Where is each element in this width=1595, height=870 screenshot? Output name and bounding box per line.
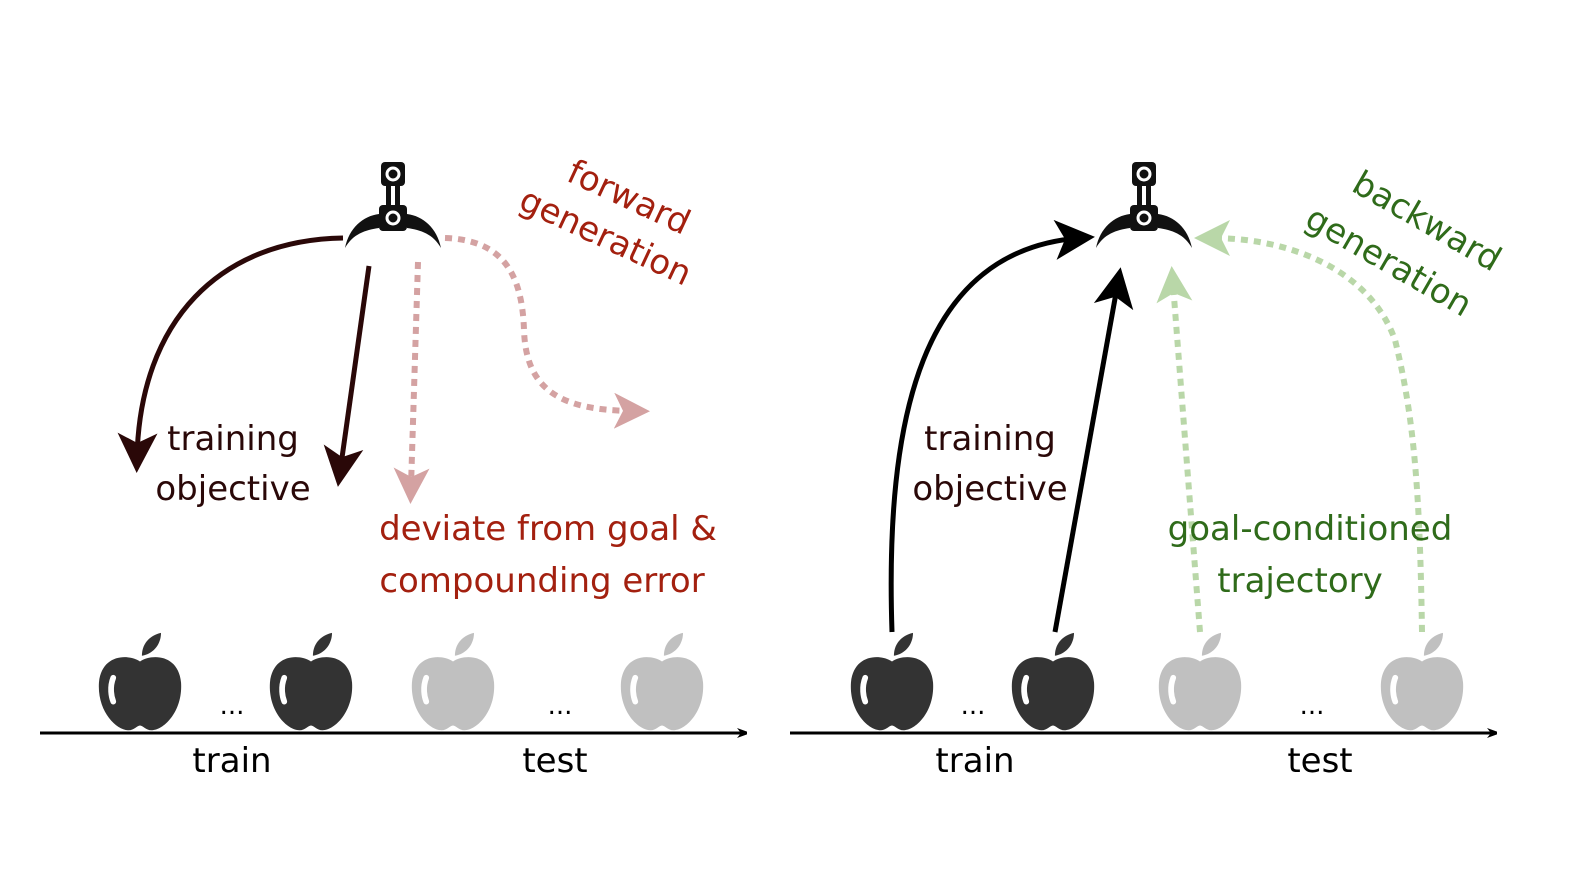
goal-conditioned-label-line1: goal-conditioned bbox=[1168, 509, 1453, 549]
apple-train-icon bbox=[1012, 633, 1094, 730]
deviation-arrow-down bbox=[393, 261, 430, 504]
ellipsis: ... bbox=[548, 691, 573, 721]
robot-gripper-icon bbox=[1094, 160, 1194, 250]
apple-train-icon bbox=[851, 633, 933, 730]
apple-test-icon bbox=[1381, 633, 1463, 730]
train-axis-label: train bbox=[192, 741, 271, 781]
training-objective-arrow-1 bbox=[888, 219, 1095, 633]
apple-train-icon bbox=[99, 633, 181, 730]
training-objective-line1: training bbox=[924, 419, 1056, 459]
deviation-arrow-right bbox=[444, 235, 650, 429]
train-axis-label: train bbox=[935, 741, 1014, 781]
deviate-label-line1: deviate from goal & bbox=[379, 509, 717, 549]
training-objective-arrow-2 bbox=[323, 265, 372, 487]
ellipsis: ... bbox=[961, 691, 986, 721]
robot-gripper-icon bbox=[343, 160, 443, 250]
ellipsis: ... bbox=[220, 691, 245, 721]
apple-test-icon bbox=[1159, 633, 1241, 730]
training-objective-arrow-1 bbox=[117, 235, 344, 473]
ellipsis: ... bbox=[1300, 691, 1325, 721]
training-objective-line2: objective bbox=[912, 469, 1067, 509]
deviate-label-line2: compounding error bbox=[379, 561, 704, 601]
training-objective-line1: training bbox=[167, 419, 299, 459]
test-axis-label: test bbox=[1287, 741, 1352, 781]
training-objective-line2: objective bbox=[155, 469, 310, 509]
goal-conditioned-arrow-1 bbox=[1156, 266, 1203, 633]
apple-test-icon bbox=[412, 633, 494, 730]
apple-train-icon bbox=[270, 633, 352, 730]
goal-conditioned-label-line2: trajectory bbox=[1217, 561, 1382, 601]
right-panel-backward-generation: backward generation training objective g… bbox=[790, 160, 1508, 781]
training-objective-arrow-2 bbox=[1052, 267, 1134, 633]
apple-test-icon bbox=[621, 633, 703, 730]
left-panel-forward-generation: forward generation training objective de… bbox=[40, 152, 745, 781]
goal-conditioned-arrow-2 bbox=[1194, 220, 1425, 633]
test-axis-label: test bbox=[522, 741, 587, 781]
